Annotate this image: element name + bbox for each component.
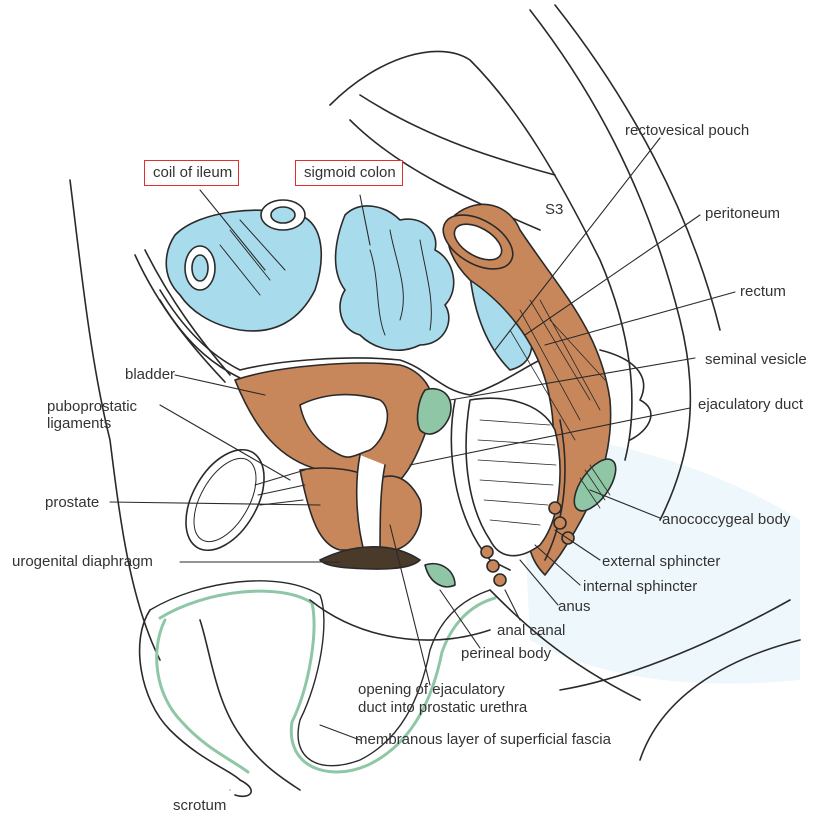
perineal-green [425,564,455,587]
fascia-lower [310,600,490,640]
label-opening-line2: duct into prostatic urethra [358,699,527,716]
label-perineal-body: perineal body [461,645,551,662]
label-seminal-vesicle: seminal vesicle [705,351,807,368]
pubic-symphysis [170,436,280,563]
label-opening-line1: opening of ejaculatory [358,681,505,698]
label-coil-of-ileum: coil of ileum [144,160,239,186]
label-urogenital-diaphragm: urogenital diaphragm [12,553,153,570]
label-puboprostatic: puboprostatic [47,398,137,415]
label-ejaculatory-duct: ejaculatory duct [698,396,803,413]
scrotum-loop [140,610,252,796]
label-peritoneum: peritoneum [705,205,780,222]
urogenital-diaphragm [320,547,420,569]
label-ligaments: ligaments [47,415,111,432]
label-prostate: prostate [45,494,99,511]
label-membranous-layer: membranous layer of superficial fascia [355,731,611,748]
label-rectum: rectum [740,283,786,300]
sigmoid-colon [336,206,454,350]
label-bladder: bladder [125,366,175,383]
seminal-vesicle [418,389,451,434]
label-rectovesical-pouch: rectovesical pouch [625,122,749,139]
label-internal-sphincter: internal sphincter [583,578,697,595]
label-anal-canal: anal canal [497,622,565,639]
label-external-sphincter: external sphincter [602,553,720,570]
scrotum-loop-green [157,620,248,772]
label-anococcygeal-body: anococcygeal body [662,511,790,528]
label-sigmoid-colon: sigmoid colon [295,160,403,186]
ileum [166,200,321,331]
label-scrotum: scrotum [173,797,226,814]
label-s3: S3 [545,201,563,218]
label-anus: anus [558,598,591,615]
